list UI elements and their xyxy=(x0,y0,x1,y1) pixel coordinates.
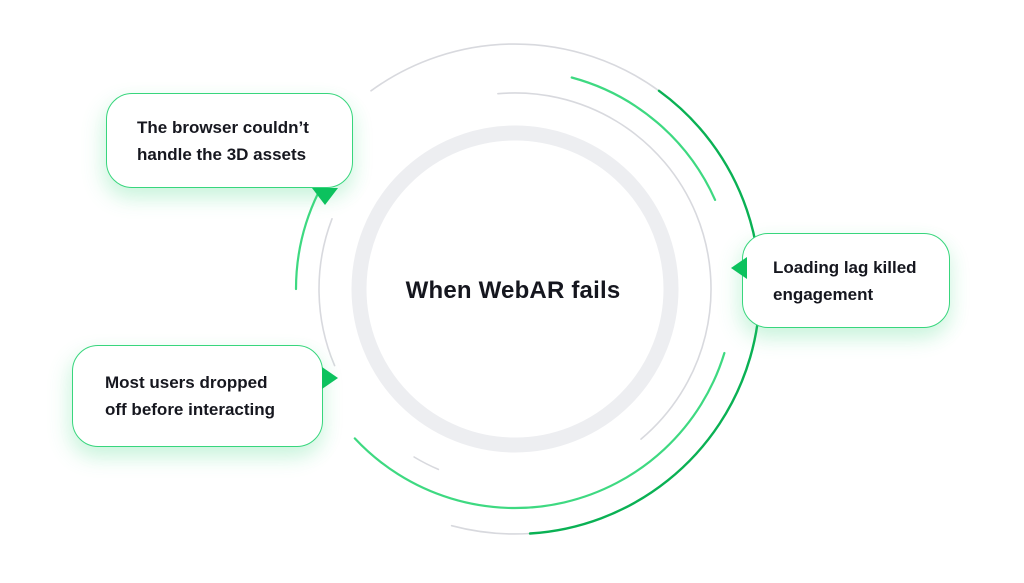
thin-gray-arc xyxy=(318,218,336,367)
hub-ring xyxy=(351,125,679,453)
callout-browser: The browser couldn’t handle the 3D asset… xyxy=(106,93,353,188)
callout-users: Most users dropped off before interactin… xyxy=(72,345,323,447)
callout-loading-line2: engagement xyxy=(773,284,874,304)
thin-gray-arc xyxy=(413,456,440,471)
callout-browser-line1: The browser couldn’t xyxy=(137,117,309,137)
outer-gray-arc xyxy=(450,524,531,535)
outer-gray-arc xyxy=(370,43,660,92)
callout-users-line2: off before interacting xyxy=(105,400,276,419)
callout-loading: Loading lag killed engagement xyxy=(742,233,950,328)
light-green-arc xyxy=(294,191,320,291)
thin-gray-arc xyxy=(497,92,712,440)
light-green-arc xyxy=(353,351,726,510)
hub-title: When WebAR fails xyxy=(405,277,621,304)
callout-users-line1: Most users dropped xyxy=(105,373,268,392)
callout-browser-line2: handle the 3D assets xyxy=(137,144,307,164)
light-green-arc xyxy=(570,76,717,201)
outer-green-arc xyxy=(528,89,762,535)
callout-loading-line1: Loading lag killed xyxy=(773,257,917,277)
